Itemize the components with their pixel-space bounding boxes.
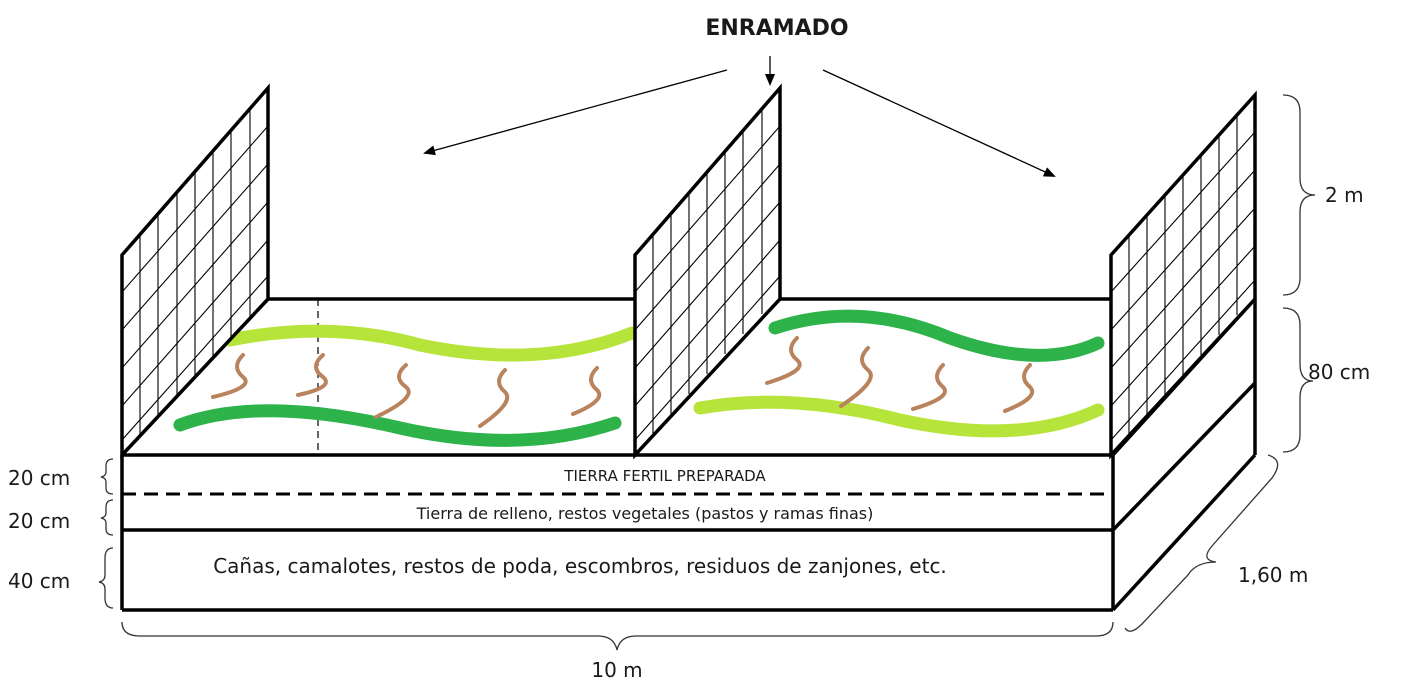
roots-right — [765, 336, 1035, 413]
trellis-middle — [633, 83, 782, 460]
plant-row-light-right — [693, 395, 1105, 438]
plant-row-light-left — [223, 324, 639, 362]
plant-row-dark-left — [173, 404, 622, 447]
layer-label-top: TIERRA FERTIL PREPARADA — [563, 467, 766, 485]
trellis-right — [1109, 90, 1257, 460]
label-bed-height: 80 cm — [1308, 360, 1370, 384]
label-trellis-height: 2 m — [1325, 183, 1364, 207]
plants-left — [173, 324, 639, 447]
trellis-left — [120, 83, 270, 460]
brace-layer1 — [100, 458, 114, 495]
brace-layer2 — [100, 499, 114, 536]
label-width: 1,60 m — [1238, 563, 1308, 587]
label-layer2: 20 cm — [8, 509, 70, 533]
layer-label-bottom: Cañas, camalotes, restos de poda, escomb… — [213, 554, 947, 578]
brace-bed-height — [1282, 307, 1314, 453]
bed-front-face — [120, 455, 1115, 612]
label-length: 10 m — [591, 658, 642, 682]
label-layer3: 40 cm — [8, 569, 70, 593]
brace-layer3 — [98, 547, 114, 609]
label-layer1: 20 cm — [8, 466, 70, 490]
arrow-left — [423, 69, 728, 156]
brace-trellis-height — [1282, 94, 1316, 296]
plant-row-dark-right — [768, 309, 1105, 362]
arrow-right — [822, 69, 1056, 177]
trellis-arrows — [423, 56, 1056, 177]
plants-right — [693, 309, 1105, 438]
brace-length — [121, 621, 1114, 651]
roots-left — [211, 353, 602, 428]
diagram-title: ENRAMADO — [705, 16, 848, 41]
layer-label-middle: Tierra de relleno, restos vegetales (pas… — [416, 504, 874, 523]
bed-side-face — [1111, 299, 1257, 612]
brace-width — [1124, 454, 1279, 632]
